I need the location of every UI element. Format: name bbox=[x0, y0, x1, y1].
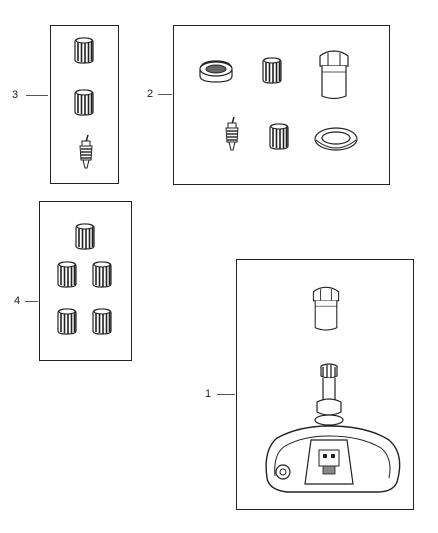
valve-cap-part bbox=[55, 307, 79, 335]
valve-cap-part bbox=[260, 56, 284, 84]
valve-cap-part bbox=[90, 260, 114, 288]
valve-cap-part bbox=[72, 88, 96, 116]
callout-1: 1 bbox=[205, 388, 212, 400]
tpms-sensor-part bbox=[265, 363, 401, 493]
leader-line-4 bbox=[25, 301, 38, 302]
grommet-part bbox=[199, 60, 233, 83]
seal-washer-part bbox=[314, 127, 358, 151]
valve-core-part bbox=[222, 116, 242, 152]
callout-4: 4 bbox=[14, 295, 21, 307]
leader-line-3 bbox=[26, 95, 48, 96]
parts-box-1 bbox=[236, 259, 414, 510]
valve-cap-part bbox=[55, 260, 79, 288]
parts-box-3 bbox=[50, 25, 119, 184]
parts-box-2 bbox=[173, 25, 390, 185]
valve-cap-part bbox=[90, 307, 114, 335]
callout-3: 3 bbox=[12, 89, 19, 101]
leader-line-1 bbox=[217, 394, 235, 395]
valve-core-part bbox=[76, 134, 96, 170]
parts-box-4 bbox=[39, 201, 132, 361]
valve-cap-part bbox=[72, 36, 96, 64]
hex-nut-part bbox=[308, 278, 344, 338]
valve-cap-part bbox=[73, 222, 97, 250]
valve-cap-part bbox=[267, 122, 291, 150]
callout-2: 2 bbox=[147, 88, 154, 100]
hex-nut-part bbox=[314, 46, 354, 102]
leader-line-2 bbox=[158, 94, 172, 95]
